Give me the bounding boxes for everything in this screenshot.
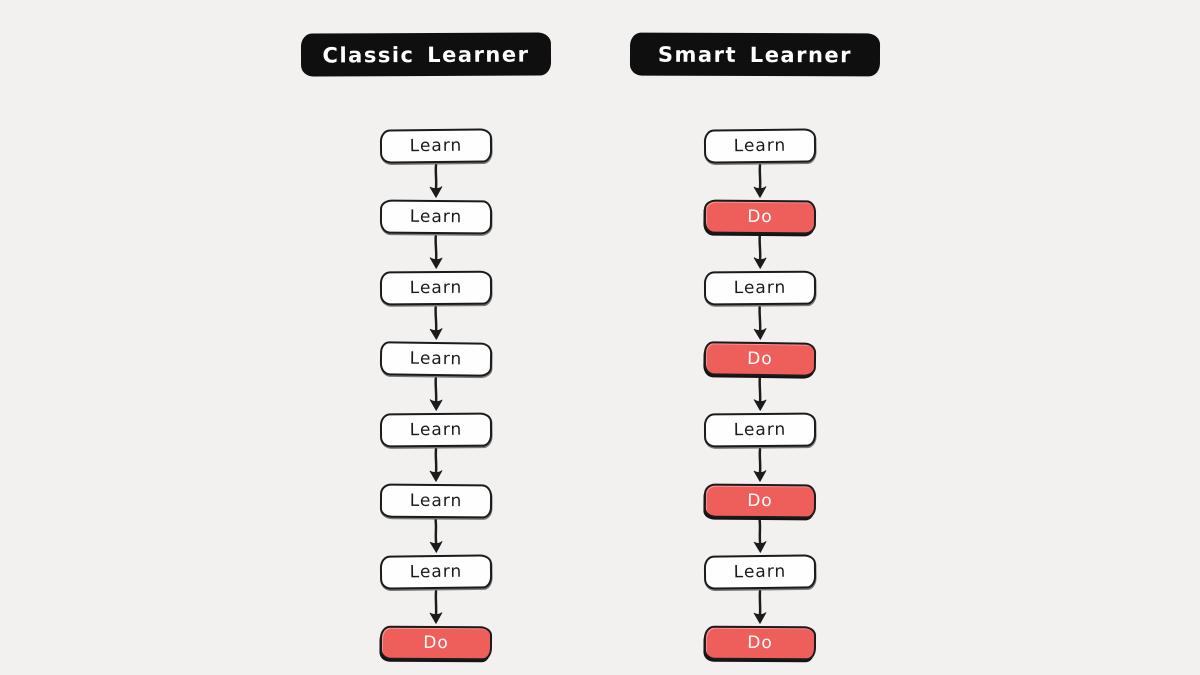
arrow-down-icon (753, 235, 767, 269)
flow-stack-classic: Learn Learn Learn Learn (379, 128, 493, 661)
flow-node-label: Learn (409, 277, 463, 299)
arrow-down-icon (429, 448, 443, 482)
flow-node: Learn (379, 270, 493, 306)
flow-node-label: Learn (733, 277, 787, 299)
arrow-down-icon (753, 448, 767, 482)
flow-node-label: Learn (409, 206, 463, 228)
arrow-down-icon (429, 590, 443, 624)
arrow-down-icon (429, 235, 443, 269)
column-header-smart: Smart Learner (629, 32, 881, 77)
flow-node-label: Learn (733, 419, 787, 441)
flow-node-label: Learn (409, 561, 463, 583)
flow-node-label: Learn (409, 135, 463, 157)
flow-node: Do (703, 625, 817, 661)
column-smart-learner: Smart Learner Learn Do Learn (629, 32, 881, 661)
arrow-down-icon (753, 306, 767, 340)
flow-node-label: Do (423, 632, 449, 654)
flow-node: Learn (379, 554, 493, 590)
flow-node-label: Learn (409, 348, 463, 370)
flow-node-label: Learn (409, 490, 463, 512)
flow-node: Learn (379, 128, 493, 164)
flow-node-label: Learn (733, 135, 787, 157)
column-classic-learner: Classic Learner Learn Learn Learn (300, 32, 552, 661)
flow-node: Do (703, 199, 817, 235)
flow-stack-smart: Learn Do Learn Do (703, 128, 817, 661)
flow-node-label: Do (747, 490, 773, 512)
arrow-down-icon (753, 519, 767, 553)
arrow-down-icon (429, 164, 443, 198)
arrow-down-icon (753, 377, 767, 411)
arrow-down-icon (753, 590, 767, 624)
arrow-down-icon (429, 377, 443, 411)
flow-node-label: Learn (733, 561, 787, 583)
flow-node: Do (379, 625, 493, 661)
flow-node: Do (703, 341, 817, 377)
arrow-down-icon (429, 306, 443, 340)
flow-node-label: Do (747, 348, 773, 370)
flow-node: Learn (379, 199, 493, 235)
flow-node: Learn (379, 341, 493, 377)
flow-node-label: Do (747, 206, 773, 228)
flow-node-label: Do (747, 632, 773, 654)
arrow-down-icon (753, 164, 767, 198)
flow-node: Learn (703, 270, 817, 306)
arrow-down-icon (429, 519, 443, 553)
flow-node: Do (703, 483, 817, 519)
column-header-classic: Classic Learner (300, 32, 552, 77)
flow-node: Learn (703, 412, 817, 448)
flow-node: Learn (379, 483, 493, 519)
flow-node: Learn (703, 554, 817, 590)
flow-node: Learn (379, 412, 493, 448)
flow-node-label: Learn (409, 419, 463, 441)
flow-node: Learn (703, 128, 817, 164)
